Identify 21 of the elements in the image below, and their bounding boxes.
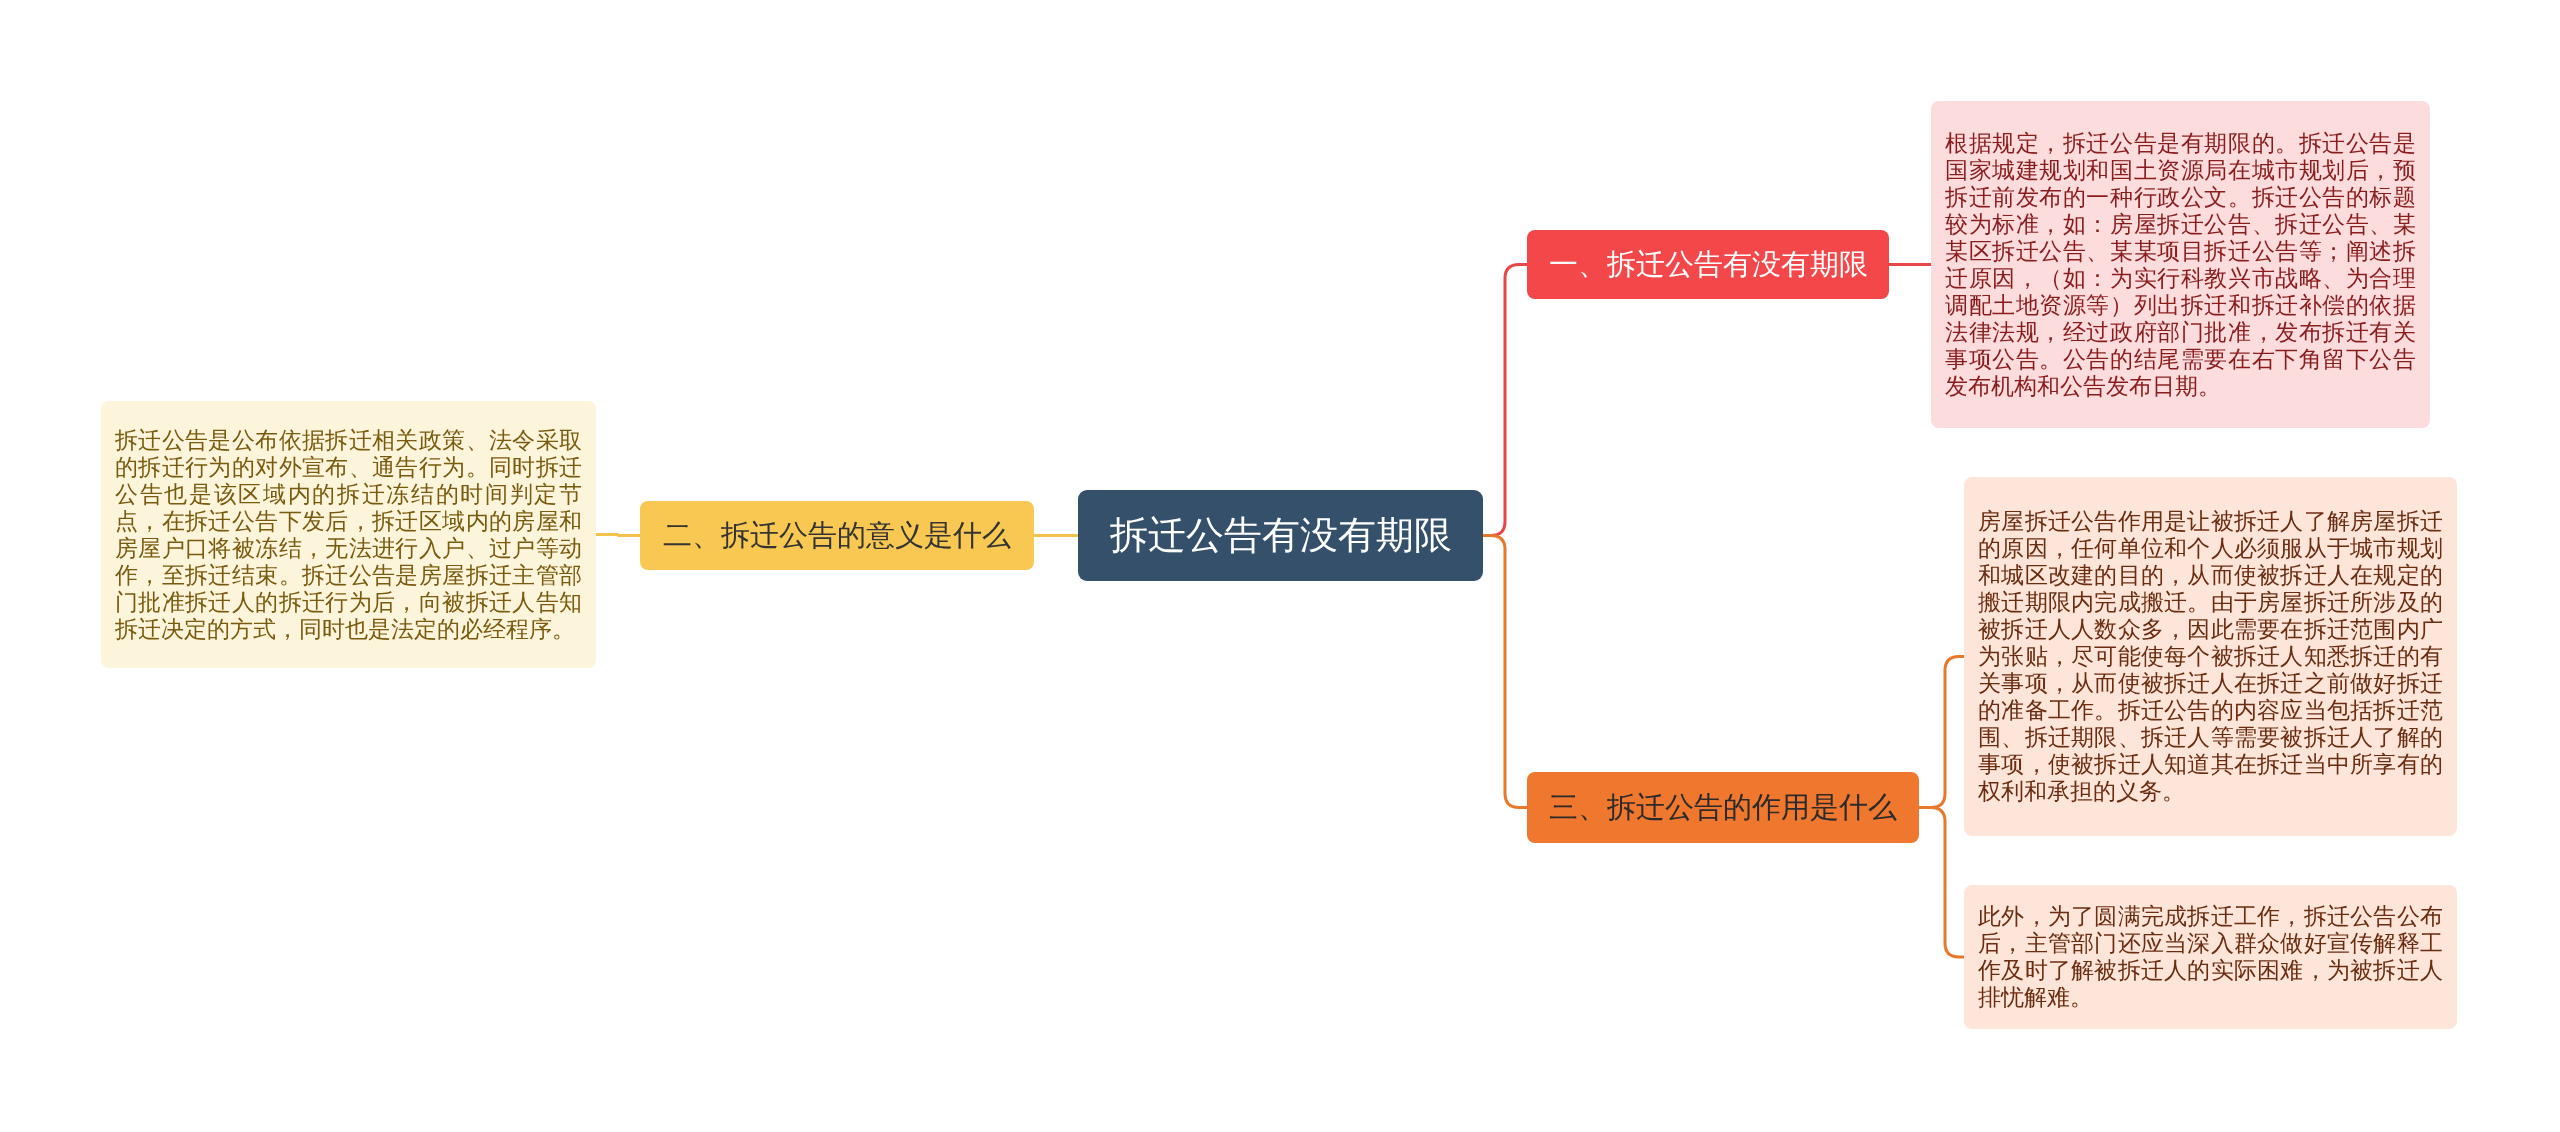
- note-text: 拆迁公告是公布依据拆迁相关政策、法令采取的拆迁行为的对外宣布、通告行为。同时拆迁公告也是该区域内的拆迁冻结的时间判定节点，在拆迁公告下发后，拆迁区域内的房屋和房屋户口将被冻结，无法进行入户、过户等动作，至拆迁结束。拆迁公告是房屋拆迁主管部门批准拆迁人的拆迁行为后，向被拆迁人告知拆迁决定的方式，同时也是法定的必经程序。: [115, 426, 582, 643]
- connector-line: [1919, 806, 1964, 959]
- topic-box: [1527, 230, 1889, 299]
- connector-line: [596, 533, 640, 537]
- connector-line: [1034, 534, 1078, 537]
- central-topic-box: [1078, 490, 1483, 581]
- note-box: [1964, 885, 2457, 1029]
- note-box: [101, 401, 596, 668]
- topic-title: 二、拆迁公告的意义是什么: [663, 516, 1011, 554]
- note-text: 此外，为了圆满完成拆迁工作，拆迁公告公布后，主管部门还应当深入群众做好宣传解释工作及时了解被拆迁人的实际困难，为被拆迁人排忧解难。: [1978, 903, 2443, 1011]
- note-text: 根据规定，拆迁公告是有期限的。拆迁公告是国家城建规划和国土资源局在城市规划后，预拆迁前发布的一种行政公文。拆迁公告的标题较为标准，如：房屋拆迁公告、拆迁公告、某某区拆迁公告、某某项目拆迁公告等；阐述拆迁原因，（如：为实行科教兴市战略、为合理调配土地资源等）列出拆迁和拆迁补偿的依据法律法规，经过政府部门批准，发布拆迁有关事项公告。公告的结尾需要在右下角留下公告发布机构和公告发布日期。: [1945, 129, 2416, 400]
- topic-title: 三、拆迁公告的作用是什么: [1549, 788, 1897, 826]
- note-text: 房屋拆迁公告作用是让被拆迁人了解房屋拆迁的原因，任何单位和个人必须服从于城市规划和城区改建的目的，从而使被拆迁人在规定的搬迁期限内完成搬迁。由于房屋拆迁所涉及的被拆迁人人数众多，因此需要在拆迁范围内广为张贴，尽可能使每个被拆迁人知悉拆迁的有关事项，从而使被拆迁人在拆迁之前做好拆迁的准备工作。拆迁公告的内容应当包括拆迁范围、拆迁期限、拆迁人等需要被拆迁人了解的事项，使被拆迁人知道其在拆迁当中所享有的权利和承担的义务。: [1978, 508, 2443, 805]
- note-box: [1964, 477, 2457, 836]
- topic-title: 一、拆迁公告有没有期限: [1548, 245, 1868, 283]
- topic-box: [640, 501, 1034, 570]
- topic-box: [1527, 772, 1919, 843]
- note-box: [1931, 101, 2430, 428]
- connector-line: [1889, 263, 1931, 266]
- central-topic-title: 拆迁公告有没有期限: [1109, 512, 1452, 559]
- connector-line: [1483, 534, 1527, 809]
